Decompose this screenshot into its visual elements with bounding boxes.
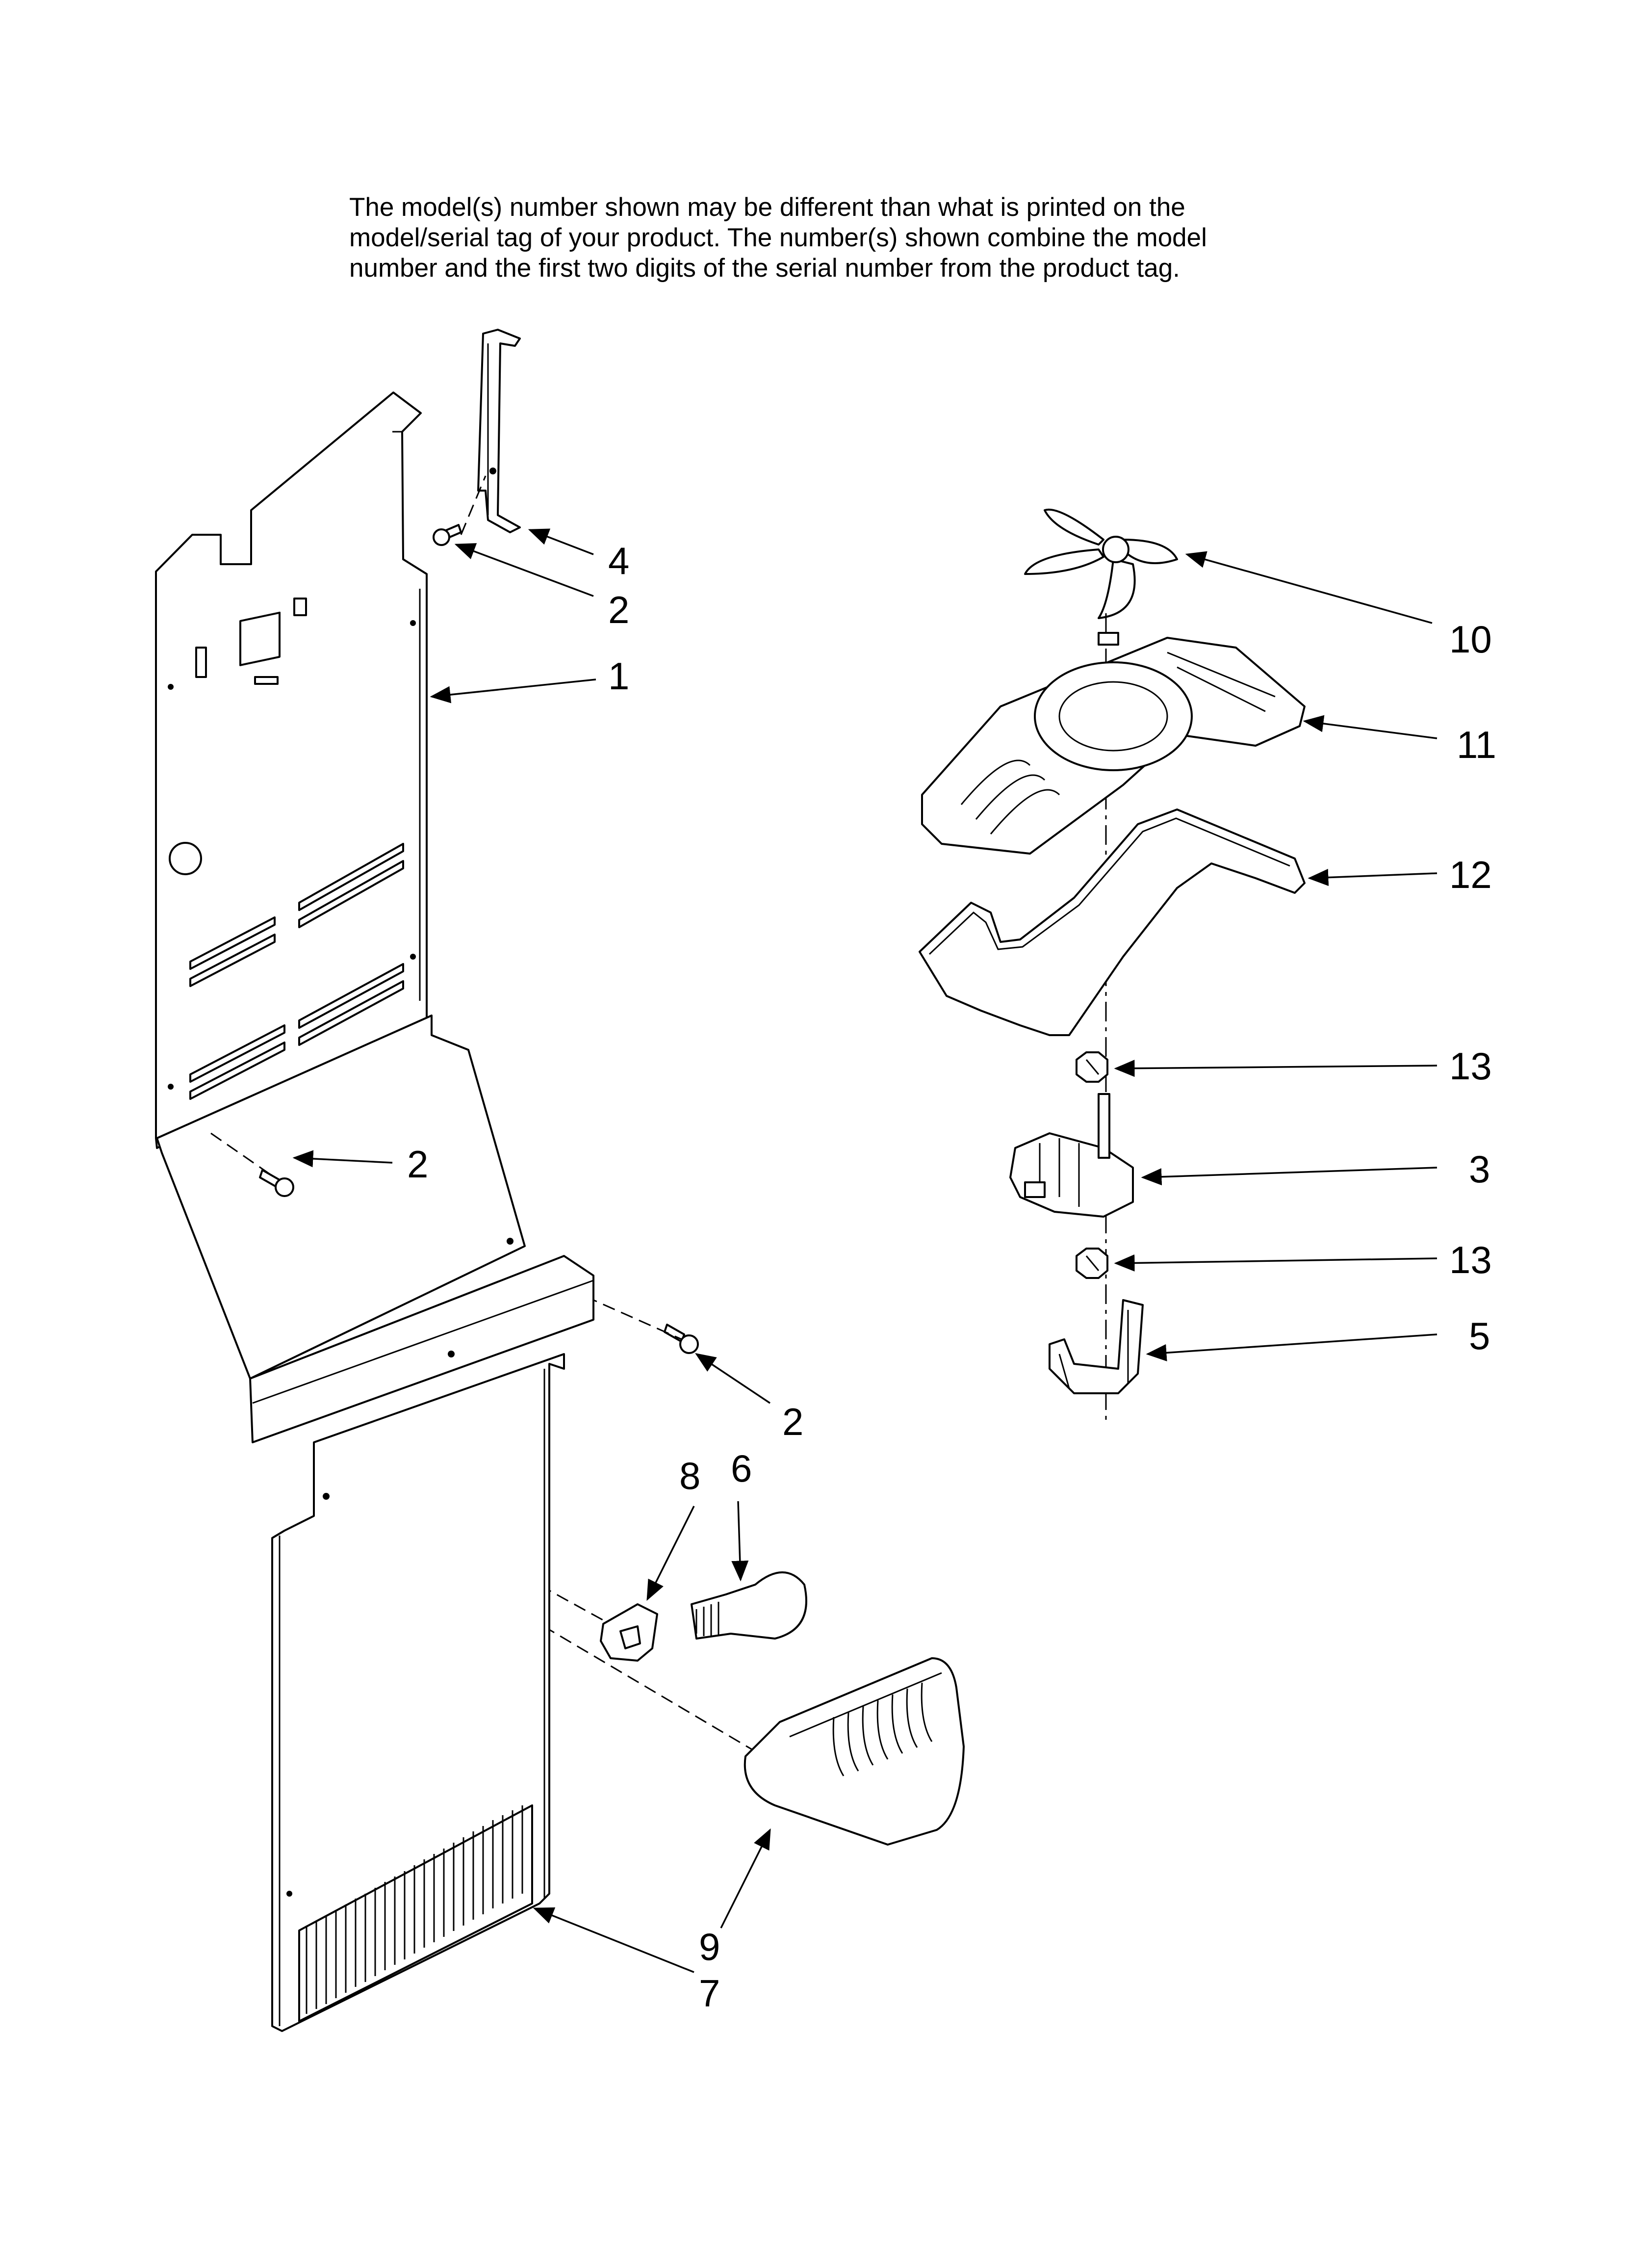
light-cover-part-9 (744, 1657, 965, 1846)
fan-motor-part-3 (1009, 1093, 1134, 1218)
lower-grille-slots (306, 1805, 523, 2014)
callout-13-top: 13 (1449, 1044, 1492, 1088)
bracket-part-4 (477, 329, 521, 533)
callout-7: 7 (699, 1972, 720, 2015)
fan-shroud-part-11 (921, 632, 1306, 855)
upper-panel-part-1 (155, 391, 526, 1380)
light-socket-part-8 (600, 1603, 658, 1662)
note-line-3: number and the first two digits of the s… (349, 254, 1180, 283)
callout-1: 1 (608, 654, 629, 698)
motor-bracket-part-5 (1049, 1299, 1144, 1394)
callout-9: 9 (699, 1925, 720, 1968)
callout-6: 6 (731, 1447, 752, 1490)
leader-lines (292, 528, 1437, 1973)
nut-part-13-top (1076, 1051, 1108, 1083)
assembly-line (210, 1132, 275, 1178)
callout-2-middle: 2 (407, 1143, 428, 1186)
light-bulb-part-6 (691, 1571, 807, 1640)
callout-2-top: 2 (608, 588, 629, 631)
lower-panel-part-7 (271, 1353, 565, 2032)
callout-labels: 4 2 1 2 2 8 6 9 7 10 11 12 13 3 13 5 (407, 539, 1496, 2015)
screw-part-2-top (433, 524, 462, 546)
callout-2-lower: 2 (782, 1400, 803, 1443)
nut-part-13-bottom (1076, 1248, 1108, 1279)
note-line-1: The model(s) number shown may be differe… (349, 193, 1185, 222)
callout-12: 12 (1449, 853, 1492, 896)
callout-4: 4 (608, 539, 629, 582)
note-line-2: model/serial tag of your product. The nu… (349, 223, 1207, 252)
callout-8: 8 (679, 1454, 700, 1497)
callout-5: 5 (1469, 1314, 1490, 1357)
callout-3: 3 (1469, 1147, 1490, 1191)
gasket-part-12 (919, 808, 1306, 1036)
callout-10: 10 (1449, 618, 1492, 661)
callout-13-bottom: 13 (1449, 1238, 1492, 1281)
cross-bracket (249, 1238, 594, 1443)
model-number-note: The model(s) number shown may be differe… (349, 192, 1379, 284)
assembly-line (460, 475, 487, 535)
cover-vent-slots (832, 1682, 933, 1776)
fan-blade-part-10 (1024, 508, 1178, 619)
screw-part-2-middle (259, 1169, 294, 1197)
callout-11: 11 (1457, 723, 1496, 766)
